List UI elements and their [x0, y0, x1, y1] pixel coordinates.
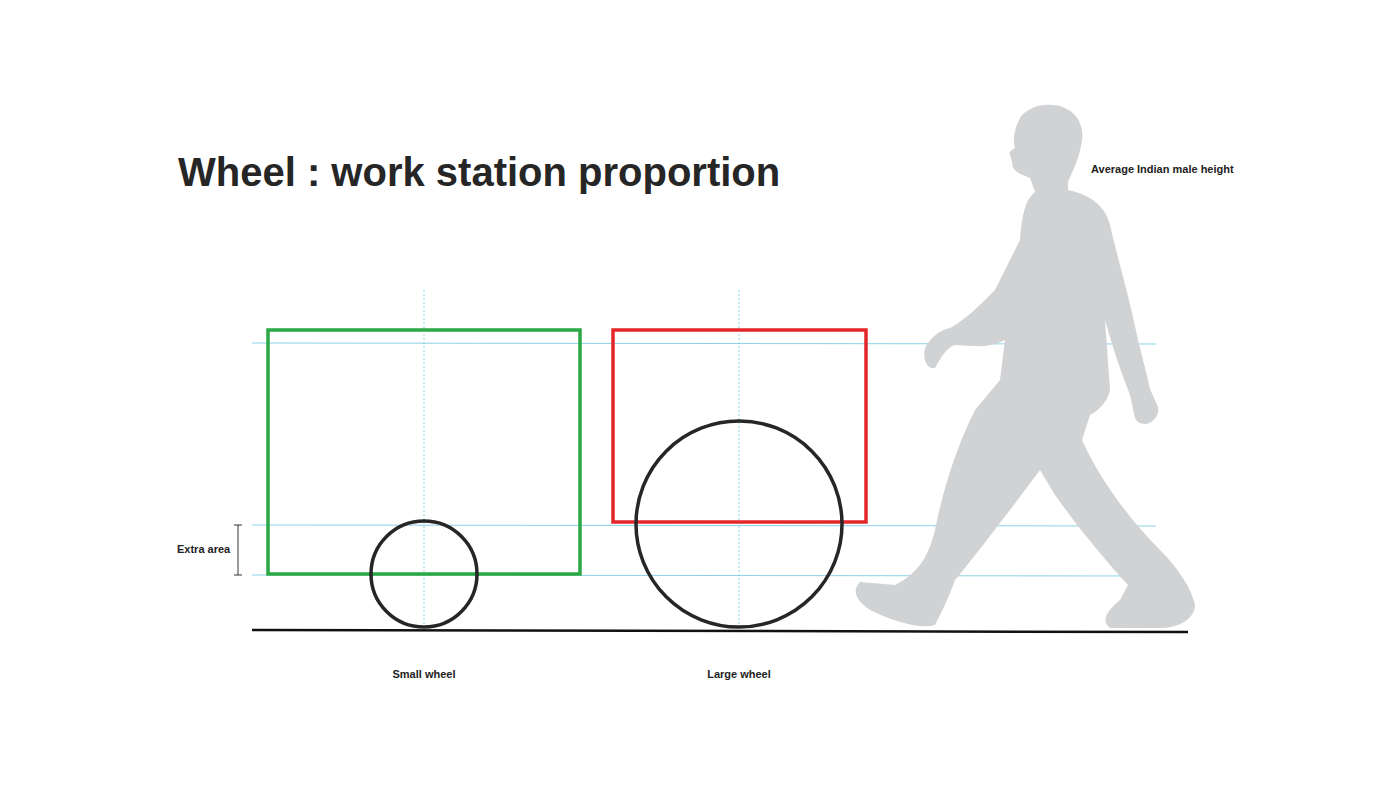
extra-area-bracket — [234, 525, 242, 575]
dimension-label: Extra area — [177, 543, 230, 556]
figure-label: Average Indian male height — [1091, 163, 1234, 176]
part-label: Large wheel — [707, 668, 771, 681]
work-station-box — [268, 330, 580, 574]
male-silhouette — [856, 105, 1195, 628]
work-station-box — [613, 330, 866, 522]
large-wheel — [636, 421, 842, 627]
ground-line — [252, 630, 1188, 632]
center-guide — [739, 290, 740, 627]
height-guide — [252, 525, 1156, 526]
part-label: Small wheel — [393, 668, 456, 681]
small-wheel — [371, 521, 477, 627]
diagram-title: Wheel : work station proportion — [178, 149, 780, 195]
center-guide — [424, 290, 425, 627]
